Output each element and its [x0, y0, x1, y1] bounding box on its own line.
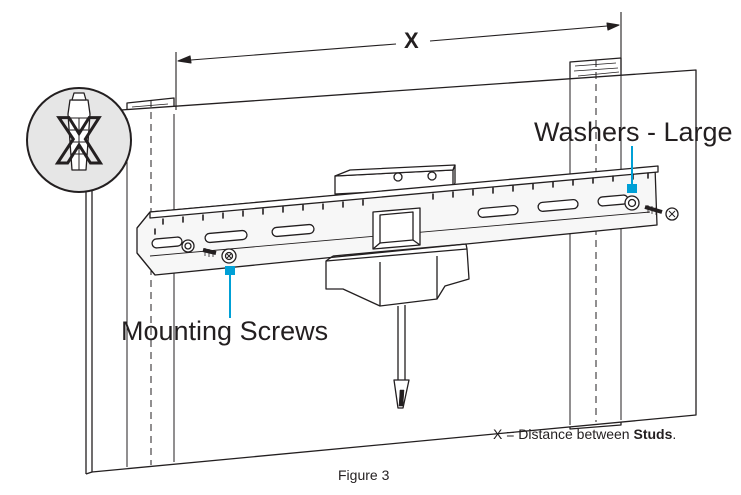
dimension-line-x — [175, 12, 622, 110]
safety-cord — [393, 305, 410, 409]
screws-callout — [225, 266, 235, 318]
prohibited-wall-anchor-icon — [26, 87, 132, 193]
wall-bracket — [136, 165, 659, 276]
figure-caption: Figure 3 — [338, 467, 390, 483]
distance-note-suffix: . — [672, 426, 677, 442]
mounting-screws-label: Mounting Screws — [121, 316, 329, 346]
tv-bracket-lower — [325, 243, 470, 307]
distance-note-prefix: X = Distance between — [493, 426, 634, 442]
bracket-holes — [154, 172, 649, 235]
left-mounting-screw — [181, 239, 237, 264]
distance-note: X = Distance between Studs. — [493, 426, 676, 442]
right-mounting-screw — [624, 195, 679, 221]
bracket-slots — [151, 194, 629, 249]
dimension-x-label: X — [404, 28, 419, 53]
distance-note-studs: Studs — [633, 426, 673, 442]
prohibition-x-mark: X — [57, 103, 101, 177]
right-stud-edges — [569, 72, 622, 425]
left-stud-edges — [126, 114, 175, 467]
washers-large-label: Washers - Large — [534, 117, 733, 147]
washers-callout — [627, 146, 637, 193]
